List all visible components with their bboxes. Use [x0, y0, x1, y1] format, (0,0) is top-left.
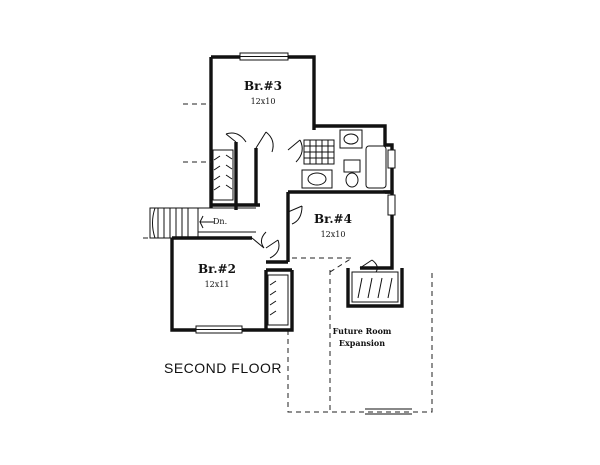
future-room-label-line1: Future Room [333, 326, 392, 336]
stair-down-label: Dn. [213, 217, 227, 226]
windows [195, 52, 396, 334]
room-br3-size: 12x10 [251, 97, 276, 106]
room-br4: Br.#4 12x10 [314, 212, 352, 239]
room-br3: Br.#3 12x10 [244, 79, 282, 106]
future-room-label-line2: Expansion [339, 338, 385, 348]
room-br4-name: Br.#4 [314, 212, 352, 226]
room-future-expansion: Future Room Expansion [333, 326, 392, 348]
future-room-outline [287, 257, 433, 415]
doors [225, 131, 378, 273]
room-br2: Br.#2 12x11 [198, 262, 236, 289]
closets [212, 149, 399, 326]
bathroom [301, 129, 387, 189]
room-br2-size: 12x11 [205, 280, 230, 289]
room-br4-size: 12x10 [321, 230, 346, 239]
stair: Dn. [149, 207, 256, 239]
room-br2-name: Br.#2 [198, 262, 236, 276]
dimension-ticks [143, 103, 211, 239]
room-br3-name: Br.#3 [244, 79, 282, 93]
floor-title: SECOND FLOOR [164, 360, 282, 376]
